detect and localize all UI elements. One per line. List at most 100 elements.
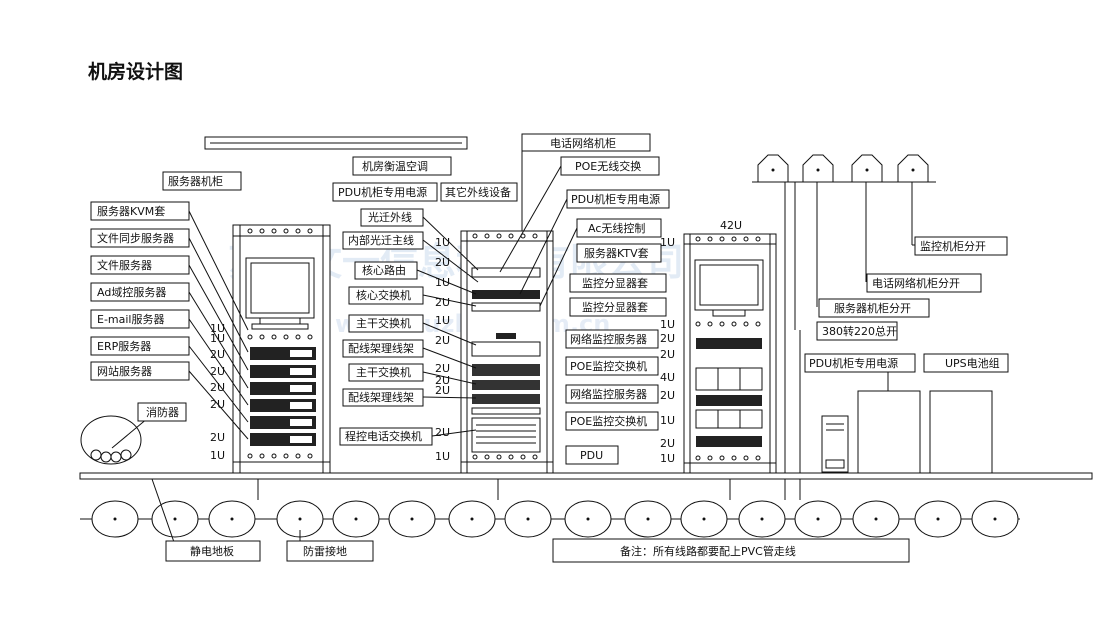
ground-rod-dot (586, 517, 590, 521)
label-air-conditioner: 机房衡温空调 (362, 159, 428, 173)
bottom-labels: 静电地板 防雷接地 备注：所有线路都要配上PVC管走线 (151, 478, 910, 563)
label-core-router: 核心路由 (362, 263, 406, 277)
label-pdu: PDU (580, 449, 603, 462)
label-email-server: E-mail服务器 (97, 313, 165, 326)
label-patch-panel-1: 配线架理线架 (348, 341, 414, 355)
label-trunk-switch-2: 主干交换机 (356, 365, 411, 379)
label-380-to-220: 380转220总开 (822, 324, 897, 338)
label-telecom-cabinet: 电话网络机柜 (550, 136, 616, 150)
label-ac-controller: Ac无线控制 (588, 221, 645, 235)
label-file-server: 文件服务器 (97, 258, 152, 272)
label-web-server: 网站服务器 (97, 364, 152, 378)
label-other-equipment: 其它外线设备 (445, 185, 511, 199)
u-mark: 2U (435, 426, 450, 439)
server-tower-icon (821, 415, 849, 473)
ground-rod-dot (298, 517, 302, 521)
u-mark: 1U (435, 236, 450, 249)
label-pdu-left: PDU机柜专用电源 (338, 185, 427, 199)
monitoring-cabinet (683, 233, 777, 475)
label-fire-extinguisher: 消防器 (146, 405, 179, 419)
ground-rod-dot (816, 517, 820, 521)
label-nvr-2: 网络监控服务器 (570, 387, 647, 401)
page-title: 机房设计图 (88, 60, 183, 83)
monitor-icon (694, 259, 764, 317)
u-mark: 4U (660, 371, 675, 384)
u-mark: 2U (210, 431, 225, 444)
ground-rod-dot (760, 517, 764, 521)
u-mark: 2U (660, 348, 675, 361)
u-mark: 2U (435, 384, 450, 397)
u-mark: 2U (435, 362, 450, 375)
ground-rod-dot (113, 517, 117, 521)
ground-rod-dot (646, 517, 650, 521)
ground-rod-dot (936, 517, 940, 521)
server-cabinet (232, 224, 331, 474)
u-mark: 2U (210, 365, 225, 378)
u-mark: 1U (660, 452, 675, 465)
u-mark: 2U (435, 296, 450, 309)
network-cabinet (460, 230, 554, 474)
left-labels: 服务器机柜 服务器KVM套 文件同步服务器 文件服务器 Ad域控服务器 E-ma… (90, 171, 249, 440)
label-server-cabinet-breaker: 服务器机柜分开 (834, 301, 911, 315)
label-monitor-splitter-2: 监控分显器套 (582, 300, 648, 314)
ground-rod-dot (874, 517, 878, 521)
ground-rod-dot (173, 517, 177, 521)
u-mark: 1U (660, 236, 675, 249)
ground-rod-dot (702, 517, 706, 521)
ground-rod-dot (230, 517, 234, 521)
u-mark: 2U (435, 334, 450, 347)
u-mark: 2U (435, 256, 450, 269)
label-lightning-ground: 防雷接地 (303, 544, 347, 558)
label-pbx: 程控电话交换机 (345, 429, 422, 443)
label-ups: UPS电池组 (945, 356, 1000, 370)
u-mark: 2U (660, 437, 675, 450)
label-server-cabinet: 服务器机柜 (168, 174, 223, 188)
label-trunk-switch-1: 主干交换机 (356, 316, 411, 330)
label-poe-wireless: POE无线交换 (575, 159, 641, 173)
ground-rod-dot (526, 517, 530, 521)
u-mark: 1U (435, 450, 450, 463)
label-patch-panel-2: 配线架理线架 (348, 390, 414, 404)
label-core-switch: 核心交换机 (356, 288, 411, 302)
u-mark: 2U (660, 332, 675, 345)
ups-battery (857, 372, 993, 474)
fire-extinguisher: 消防器 (80, 402, 187, 465)
camera-group (752, 154, 936, 183)
monitor-icon (245, 257, 315, 330)
u-mark: 2U (210, 348, 225, 361)
middle-right-labels: 电话网络机柜 POE无线交换 PDU机柜专用电源 Ac无线控制 服务器KTV套 … (499, 133, 670, 465)
label-poe-monitor-switch-2: POE监控交换机 (570, 414, 647, 428)
label-note: 备注：所有线路都要配上PVC管走线 (620, 544, 796, 558)
u-mark: 2U (210, 381, 225, 394)
label-antistatic-floor: 静电地板 (190, 544, 234, 558)
ground-rod-dot (410, 517, 414, 521)
label-nvr-1: 网络监控服务器 (570, 332, 647, 346)
label-ad-server: Ad域控服务器 (97, 285, 166, 299)
server-unit-icon (250, 347, 316, 446)
u-mark: 1U (660, 318, 675, 331)
label-ktv-set: 服务器KTV套 (584, 247, 649, 260)
label-42u: 42U (720, 219, 742, 232)
label-file-sync-server: 文件同步服务器 (97, 231, 174, 245)
grounding-chain (80, 500, 1020, 538)
label-fiber-external: 光迁外线 (368, 210, 412, 224)
middle-labels: 机房衡温空调 PDU机柜专用电源 其它外线设备 光迁外线 内部光迁主线 核心路由… (332, 156, 518, 446)
label-kvm: 服务器KVM套 (97, 205, 165, 218)
label-monitor-splitter-1: 监控分显器套 (582, 276, 648, 290)
label-poe-monitor-switch-1: POE监控交换机 (570, 359, 647, 373)
label-pdu-right: PDU机柜专用电源 (809, 356, 898, 370)
u-mark: 2U (660, 389, 675, 402)
ground-rod-dot (993, 517, 997, 521)
u-mark: 1U (660, 414, 675, 427)
ground-rod-dot (470, 517, 474, 521)
floor (79, 472, 1093, 480)
label-fiber-internal: 内部光迁主线 (348, 233, 414, 247)
label-pdu-middle: PDU机柜专用电源 (571, 192, 660, 206)
right-labels: 监控机柜分开 电话网络机柜分开 服务器机柜分开 380转220总开 PDU机柜专… (804, 236, 1009, 373)
label-erp-server: ERP服务器 (97, 340, 151, 353)
label-telecom-cabinet-breaker: 电话网络机柜分开 (872, 276, 960, 290)
ground-rod-dot (354, 517, 358, 521)
u-mark: 1U (210, 449, 225, 462)
u-mark: 1U (435, 314, 450, 327)
